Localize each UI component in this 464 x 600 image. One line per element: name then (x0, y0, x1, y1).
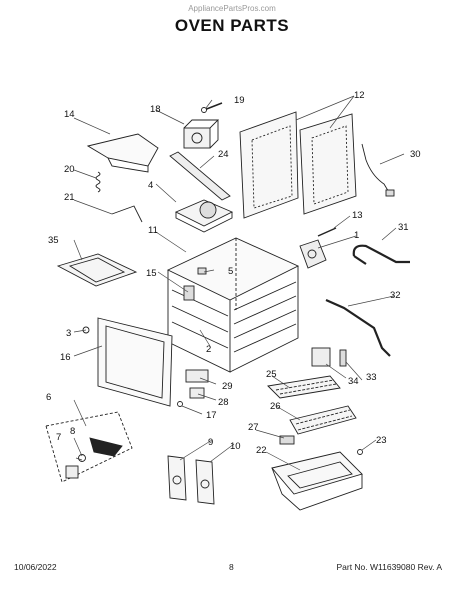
footer-date: 10/06/2022 (14, 562, 57, 572)
part-22-broiler-pan (271, 451, 363, 511)
callout-35: 35 (48, 235, 59, 246)
watermark: AppliancePartsPros.com (188, 4, 276, 13)
callout-9: 9 (208, 437, 213, 448)
part-25-element (267, 375, 341, 399)
part-8-knob (78, 454, 86, 462)
callout-6: 6 (46, 392, 51, 403)
part-35-tray (56, 253, 138, 287)
part-3-screw (82, 326, 90, 334)
part-30-wire (361, 143, 395, 197)
part-11-oven-cavity (166, 237, 300, 373)
part-33-clip (339, 349, 347, 367)
callout-4: 4 (148, 180, 153, 191)
leader-lines (73, 95, 405, 471)
callout-13: 13 (352, 210, 363, 221)
part-23-screw (357, 449, 363, 455)
footer-page-number: 8 (229, 562, 234, 572)
part-7-module (65, 465, 79, 479)
callout-24: 24 (218, 149, 229, 160)
callout-23: 23 (376, 435, 387, 446)
part-13-screw (317, 227, 337, 237)
callout-32: 32 (390, 290, 401, 301)
callout-5: 5 (228, 266, 233, 277)
callout-7: 7 (56, 432, 61, 443)
callout-27: 27 (248, 422, 259, 433)
part-16-door-frame (97, 317, 173, 407)
callout-14: 14 (64, 109, 75, 120)
callout-1: 1 (354, 230, 359, 241)
part-27-block (279, 435, 295, 445)
callout-25: 25 (266, 369, 277, 380)
part-31-tube (352, 244, 410, 265)
callout-12: 12 (354, 90, 365, 101)
callout-8: 8 (70, 426, 75, 437)
part-5-clip (197, 267, 207, 275)
callout-17: 17 (206, 410, 217, 421)
callout-33: 33 (366, 372, 377, 383)
page-title: OVEN PARTS (174, 16, 290, 35)
callout-34: 34 (348, 376, 359, 387)
callout-10: 10 (230, 441, 241, 452)
part-34-block (311, 347, 331, 367)
part-10-hinge (195, 459, 215, 505)
part-26-element (289, 405, 357, 435)
part-29-block (185, 369, 209, 383)
callout-15: 15 (146, 268, 157, 279)
part-12-rear-panels (239, 111, 357, 219)
callout-28: 28 (218, 397, 229, 408)
part-18-latch-housing (183, 119, 220, 149)
part-28-block (189, 387, 205, 399)
callout-16: 16 (60, 352, 71, 363)
part-24-bar (169, 151, 231, 201)
part-17-screw (177, 401, 183, 407)
part-21-rod (111, 205, 143, 223)
part-20-spring (95, 171, 101, 193)
part-9-hinge (167, 455, 187, 501)
callout-22: 22 (256, 445, 267, 456)
callout-31: 31 (398, 222, 409, 233)
part-15-sensor (183, 285, 195, 301)
callout-26: 26 (270, 401, 281, 412)
callout-29: 29 (222, 381, 233, 392)
callout-20: 20 (64, 164, 75, 175)
footer-part-number: Part No. W11639080 Rev. A (336, 562, 442, 572)
callout-2: 2 (206, 344, 211, 355)
callout-3: 3 (66, 328, 71, 339)
callout-labels: 14 20 21 35 3 16 6 7 8 18 4 11 15 19 24 … (46, 90, 421, 456)
part-1-bracket (299, 239, 327, 269)
callout-18: 18 (150, 104, 161, 115)
part-4-latch-motor (174, 199, 234, 233)
part-6-control-box (45, 411, 133, 483)
callout-21: 21 (64, 192, 75, 203)
part-19-screw (201, 102, 223, 113)
part-32-tube (325, 298, 391, 357)
callout-11: 11 (148, 225, 158, 236)
callout-19: 19 (234, 95, 245, 106)
callout-30: 30 (410, 149, 421, 160)
part-14-bracket (86, 133, 159, 173)
